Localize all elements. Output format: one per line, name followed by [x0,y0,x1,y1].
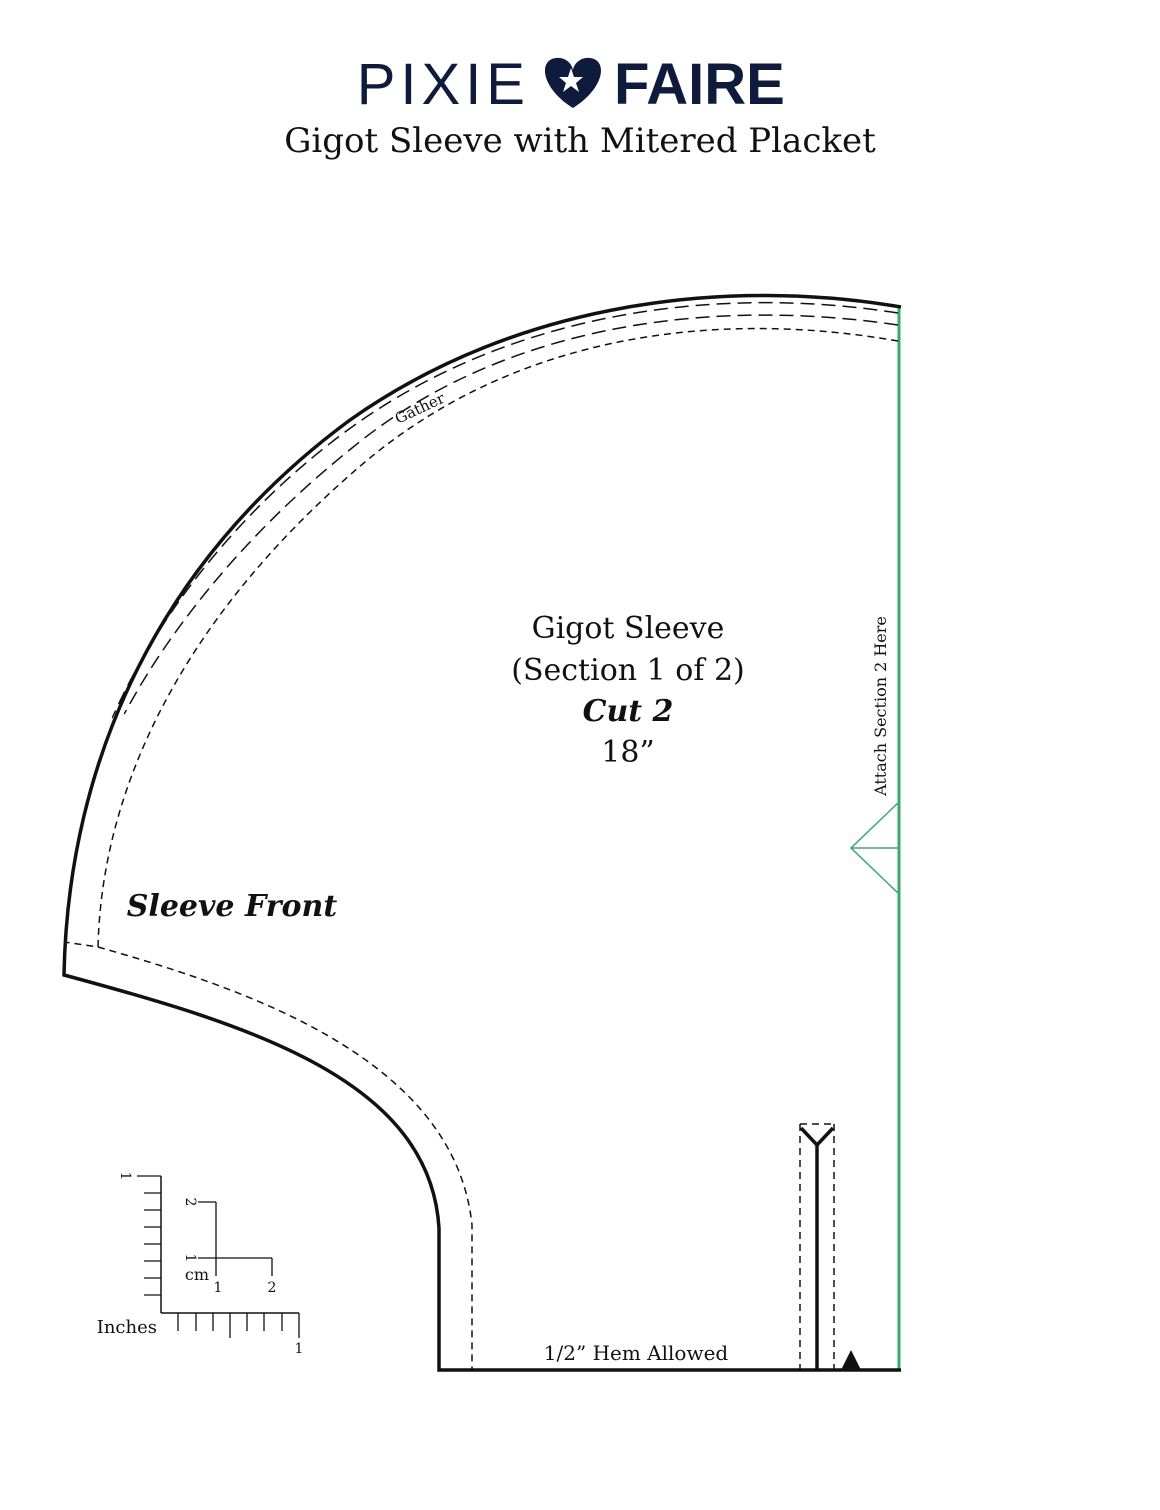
brand-right-word: FAIRE [614,52,785,117]
cm-tick-y1: 1 [182,1254,198,1263]
sleeve-cut-line [62,293,902,1372]
piece-length: 18” [601,735,655,770]
scale-ruler: 1 1 Inches 2 1 cm 1 2 [97,1172,304,1357]
seam-allowance-line [63,327,899,1370]
placket-marking [799,1123,835,1370]
page-title: Gigot Sleeve with Mitered Placket [284,121,876,161]
piece-cut: Cut 2 [583,694,674,729]
piece-section: (Section 1 of 2) [511,653,745,688]
brand-left-word: PIXIE [357,52,530,117]
inch-tick-vertical-label: 1 [117,1172,133,1181]
inch-ticks-vertical [137,1175,161,1296]
heart-star-icon [544,57,602,108]
piece-name: Gigot Sleeve [532,611,725,646]
inch-tick-label: 1 [295,1341,304,1357]
inch-ticks-horizontal [177,1313,300,1338]
sleeve-front-label: Sleeve Front [127,889,338,924]
cm-tick-x1: 1 [214,1280,223,1296]
cm-scale [198,1201,273,1276]
brand-logo: PIXIE FAIRE [357,52,785,117]
attach-line [849,308,901,1370]
notch-triangle-icon [841,1350,861,1370]
cm-tick-x2: 2 [268,1280,277,1296]
cm-label: cm [185,1265,209,1284]
inches-label: Inches [97,1317,157,1338]
attach-label: Attach Section 2 Here [871,616,890,797]
cm-tick-y2: 2 [182,1198,198,1207]
gather-lines [111,301,899,719]
hem-label: 1/2” Hem Allowed [544,1341,729,1365]
piece-info: Gigot Sleeve (Section 1 of 2) Cut 2 18” [511,611,745,770]
